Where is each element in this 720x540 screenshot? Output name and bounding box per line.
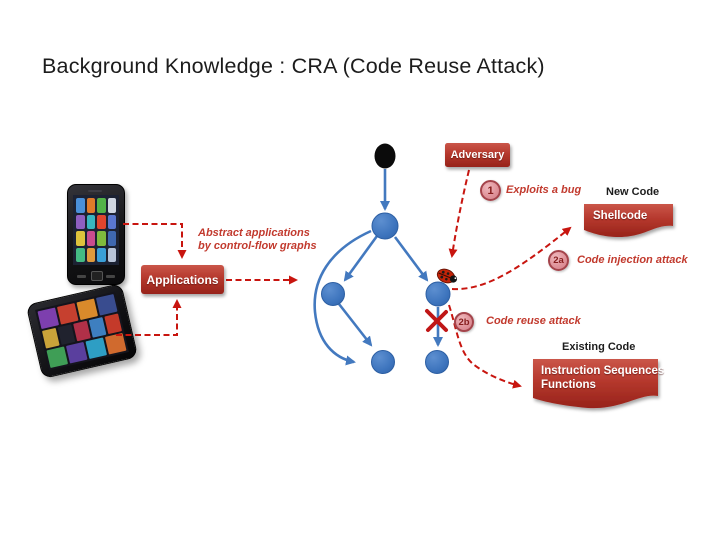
connector-phone-to-applications [123, 223, 187, 259]
cfg-node [425, 350, 449, 374]
step-2b-caption: Code reuse attack [486, 315, 581, 327]
app-icon [107, 247, 116, 262]
media-tile [88, 317, 107, 338]
cfg-node-vulnerable [425, 281, 451, 307]
app-icon [107, 214, 116, 229]
shellcode-box-label: Shellcode [593, 210, 648, 222]
step-2a-caption: Code injection attack [577, 254, 688, 266]
media-tile [85, 337, 108, 360]
existing-code-line2: Functions [541, 379, 596, 391]
cfg-node [371, 212, 399, 240]
smartphone-image [67, 184, 125, 285]
cfg-edge-right [393, 236, 429, 282]
phone-speaker [88, 190, 102, 192]
step-2a-badge: 2a [548, 250, 569, 271]
existing-code-line1: Instruction Sequences [541, 365, 665, 377]
blocked-edge-x-icon [425, 309, 448, 332]
existing-code-box-label: Instruction Sequences Functions [541, 364, 664, 392]
media-tile [46, 346, 69, 369]
app-icon [107, 198, 116, 213]
media-tile [65, 341, 88, 364]
cfg-edge-left [343, 235, 379, 282]
app-icon [76, 198, 85, 213]
app-icon [86, 247, 95, 262]
media-tile [41, 327, 60, 349]
app-icon [76, 247, 85, 262]
abstract-note: Abstract applications by control-flow gr… [198, 227, 317, 253]
cfg-entry-node [374, 143, 396, 169]
slide-title: Background Knowledge : CRA (Code Reuse A… [42, 54, 545, 78]
cfg-edge-back-arc [313, 229, 372, 366]
phone-home-button [91, 271, 103, 281]
adversary-box-label: Adversary [450, 149, 505, 161]
media-tile [73, 320, 91, 342]
ladybug-bug-icon [436, 268, 458, 284]
phone-soft-key [106, 275, 115, 278]
media-tile [76, 298, 99, 321]
media-tile [104, 332, 127, 355]
applications-box-label: Applications [146, 272, 219, 287]
app-icon [97, 231, 106, 246]
cfg-node [321, 282, 345, 306]
tablet-media-grid [35, 291, 129, 371]
media-tile [95, 293, 118, 316]
app-icon [107, 231, 116, 246]
media-tile [57, 324, 76, 345]
app-icon [86, 231, 95, 246]
app-icon [86, 214, 95, 229]
new-code-label: New Code [606, 186, 660, 198]
phone-soft-key [77, 275, 86, 278]
tablet-image [25, 282, 139, 380]
app-icon [97, 247, 106, 262]
app-icon [86, 198, 95, 213]
cfg-edge-left-down [337, 303, 373, 347]
step-2b-badge: 2b [454, 312, 474, 332]
media-tile [104, 313, 123, 335]
step-1-badge: 1 [480, 180, 501, 201]
phone-app-grid [73, 195, 119, 265]
media-tile [56, 302, 79, 325]
abstract-note-line1: Abstract applications [198, 227, 310, 239]
app-icon [97, 214, 106, 229]
connector-adversary-to-bug [448, 169, 470, 258]
app-icon [76, 231, 85, 246]
media-tile [37, 307, 60, 330]
app-icon [97, 198, 106, 213]
app-icon [76, 214, 85, 229]
abstract-note-line2: by control-flow graphs [198, 240, 317, 252]
cfg-node [371, 350, 395, 374]
step-1-caption: Exploits a bug [506, 184, 582, 196]
existing-code-label: Existing Code [562, 341, 636, 353]
